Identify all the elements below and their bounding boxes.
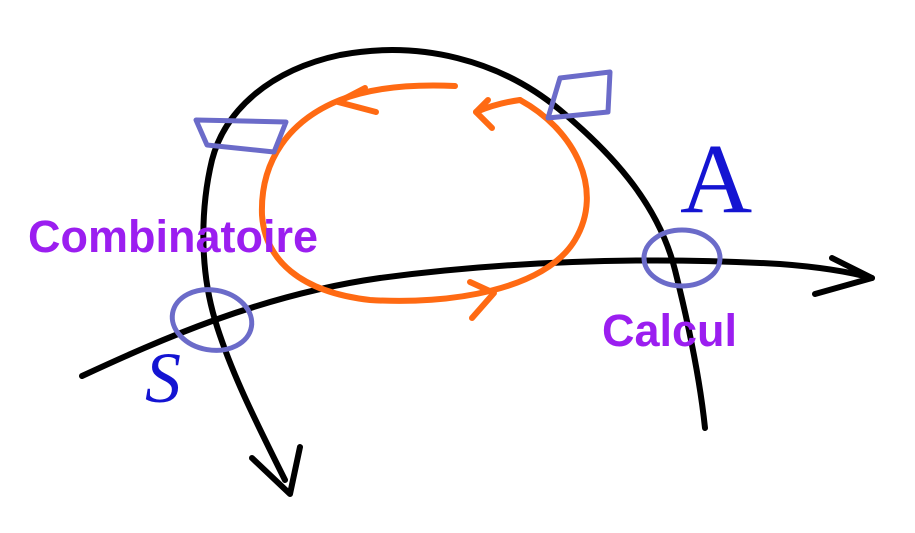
orange-arrowhead-top-right xyxy=(473,97,495,131)
label-s: S xyxy=(145,338,181,418)
label-calcul: Calcul xyxy=(602,305,737,356)
blue-quad-left xyxy=(193,117,289,155)
blue-quad-right xyxy=(545,69,613,121)
blue-circle-left xyxy=(169,287,255,353)
orange-cycle-loop xyxy=(258,82,590,304)
arch-curve xyxy=(200,47,708,483)
horizontal-arrowhead xyxy=(812,255,875,297)
horizontal-curve-group xyxy=(79,255,875,379)
orange-arrowhead-bottom xyxy=(467,279,497,321)
horizontal-curve xyxy=(79,257,875,379)
arch-arrowhead xyxy=(249,444,303,497)
orange-arrowhead-top-left xyxy=(335,85,379,115)
label-a: A xyxy=(680,123,752,234)
label-combinatoire: Combinatoire xyxy=(28,211,318,262)
orange-cycle-group xyxy=(258,82,590,321)
blue-circle-right xyxy=(641,227,723,289)
blue-marks-group xyxy=(169,69,723,353)
